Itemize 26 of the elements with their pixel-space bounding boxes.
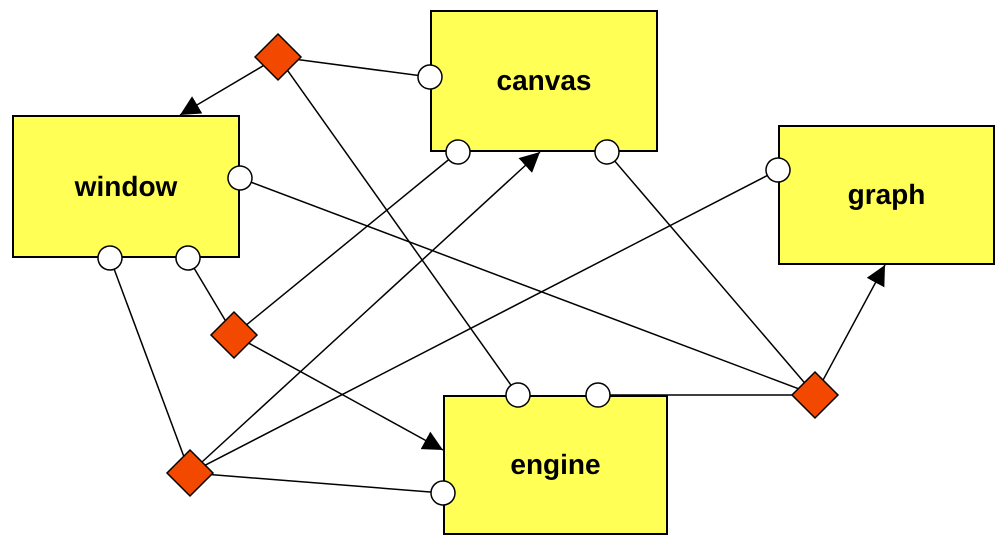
diamond-shape xyxy=(792,372,838,418)
arrow xyxy=(248,342,444,451)
box-label: window xyxy=(74,170,178,202)
component-box xyxy=(778,125,995,265)
diamond-shape xyxy=(167,450,213,496)
arrow xyxy=(180,64,264,116)
connector-line xyxy=(175,245,226,321)
connector-line xyxy=(594,139,805,384)
connector-line xyxy=(585,382,792,408)
component-box xyxy=(12,115,240,258)
component-box xyxy=(430,10,658,152)
connector-line xyxy=(246,139,471,326)
connector-line xyxy=(97,245,184,456)
arrow xyxy=(201,151,540,463)
connector-line xyxy=(298,58,443,90)
connector-line xyxy=(211,474,456,506)
diamond-shape xyxy=(255,34,301,80)
connector-line xyxy=(227,165,799,390)
connector-line xyxy=(286,70,531,408)
arrow xyxy=(822,264,886,380)
box-label: canvas xyxy=(496,65,592,97)
box-label: engine xyxy=(510,449,601,481)
connector-line xyxy=(204,157,791,466)
diamond-shape xyxy=(211,312,257,358)
component-box xyxy=(443,395,668,535)
box-label: graph xyxy=(848,179,926,211)
